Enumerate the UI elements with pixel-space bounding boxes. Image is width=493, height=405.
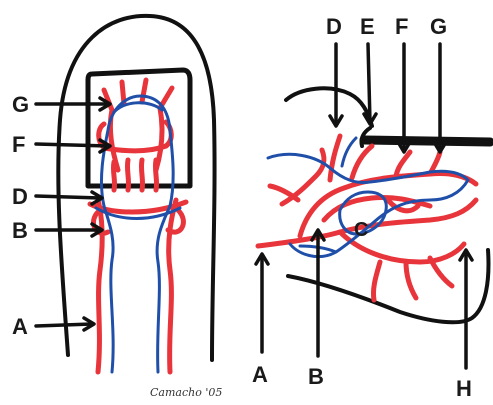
label-f-right: F <box>395 14 408 39</box>
artery-bed-4 <box>155 160 156 190</box>
artist-signature: Camacho '05 <box>150 386 222 399</box>
dorsal-view: G F D B A Camacho '05 <box>12 16 222 399</box>
artery-lateral-upper <box>300 173 476 236</box>
label-e-right: E <box>360 14 375 39</box>
label-d-right: D <box>326 14 342 39</box>
artery-bed-1 <box>113 162 114 190</box>
dorsal-arteries <box>90 80 186 372</box>
lateral-outline-top <box>286 88 372 126</box>
pointer-e-right-line <box>368 44 370 122</box>
artery-lateral-down-3 <box>430 258 452 286</box>
label-a-left: A <box>12 314 28 339</box>
artery-lateral-down-2 <box>406 262 416 298</box>
label-a-right: A <box>252 362 268 387</box>
artery-lateral-up-2 <box>352 146 372 178</box>
label-g-left: G <box>12 92 29 117</box>
label-c-inner: C <box>354 219 368 241</box>
lateral-nail-plate <box>364 140 490 142</box>
pointer-f-line <box>36 144 108 146</box>
label-f-left: F <box>12 132 25 157</box>
lateral-view: D E F G A B H C <box>252 14 490 401</box>
pointer-a-line <box>36 324 92 326</box>
label-b-right: B <box>308 364 324 389</box>
label-h-right: H <box>456 376 472 401</box>
right-top-pointers <box>330 44 446 152</box>
label-d-left: D <box>12 184 28 209</box>
artery-right-trunk <box>169 200 176 372</box>
artery-bed-2 <box>127 160 128 190</box>
artery-bed-3 <box>141 160 142 190</box>
artery-tuft-3 <box>142 80 146 102</box>
left-labels: G F D B A <box>12 92 29 339</box>
label-g-right: G <box>430 14 447 39</box>
artery-lateral-down-1 <box>373 262 380 300</box>
artery-lateral-up-3 <box>396 152 410 176</box>
pointer-d-line <box>36 196 100 198</box>
label-b-left: B <box>12 218 28 243</box>
artery-left-trunk <box>98 200 102 372</box>
vein-lateral-up <box>342 138 356 166</box>
